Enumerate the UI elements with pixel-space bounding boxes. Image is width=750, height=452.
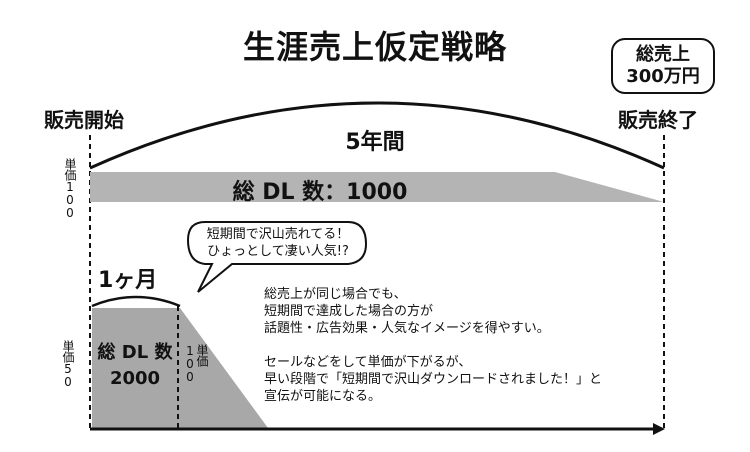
- after-unit-price: 単価100: [183, 344, 209, 383]
- end-label: 販売終了: [618, 108, 698, 132]
- long-term-bar: [90, 172, 664, 202]
- explanation-notes: 総売上が同じ場合でも、 短期間で達成した場合の方が 話題性・広告効果・人気なイメ…: [264, 286, 684, 405]
- note-line: セールなどをして単価が下がるが、: [264, 355, 472, 370]
- period-label: 5年間: [345, 130, 405, 155]
- short-term-block: [92, 308, 178, 428]
- note-line: 短期間で達成した場合の方が: [264, 304, 434, 319]
- time-axis-arrowhead: [653, 423, 665, 435]
- short-term-block-line2: 2000: [109, 368, 161, 389]
- short-term-unit-price: 単価50: [61, 340, 75, 388]
- one-month-arc: [91, 295, 181, 308]
- short-term-block-line1: 総 DL 数: [97, 342, 173, 363]
- start-label: 販売開始: [44, 108, 124, 132]
- note-line: 宣伝が可能になる。: [264, 389, 382, 404]
- note-line: 話題性・広告効果・人気なイメージを得やすい。: [264, 321, 550, 336]
- total-sales-badge-line2: 300万円: [626, 66, 700, 87]
- five-year-arc: [89, 101, 665, 170]
- speech-bubble-line2: ひょっとして凄い人気!?: [207, 244, 349, 259]
- long-term-unit-price: 単価100: [63, 158, 77, 219]
- short-term-block-label: 総 DL 数 2000: [92, 340, 178, 392]
- speech-bubble-line1: 短期間で沢山売れてる！: [206, 227, 350, 242]
- total-sales-badge-line1: 総売上: [636, 44, 690, 65]
- speech-bubble-text: 短期間で沢山売れてる！ ひょっとして凄い人気!?: [192, 226, 364, 260]
- note-line: 早い段階で「短期間で沢山ダウンロードされました！」と: [264, 372, 603, 387]
- diagram-title: 生涯売上仮定戦略: [242, 28, 507, 66]
- total-sales-badge: 総売上 300万円: [611, 38, 715, 94]
- note-line: 総売上が同じ場合でも、: [264, 287, 407, 302]
- speech-bubble: [186, 221, 368, 293]
- one-month-label: 1ヶ月: [98, 268, 158, 293]
- short-term-tail: [178, 308, 268, 428]
- long-term-bar-label: 総 DL 数：1000: [232, 180, 408, 205]
- note-line: [264, 337, 684, 354]
